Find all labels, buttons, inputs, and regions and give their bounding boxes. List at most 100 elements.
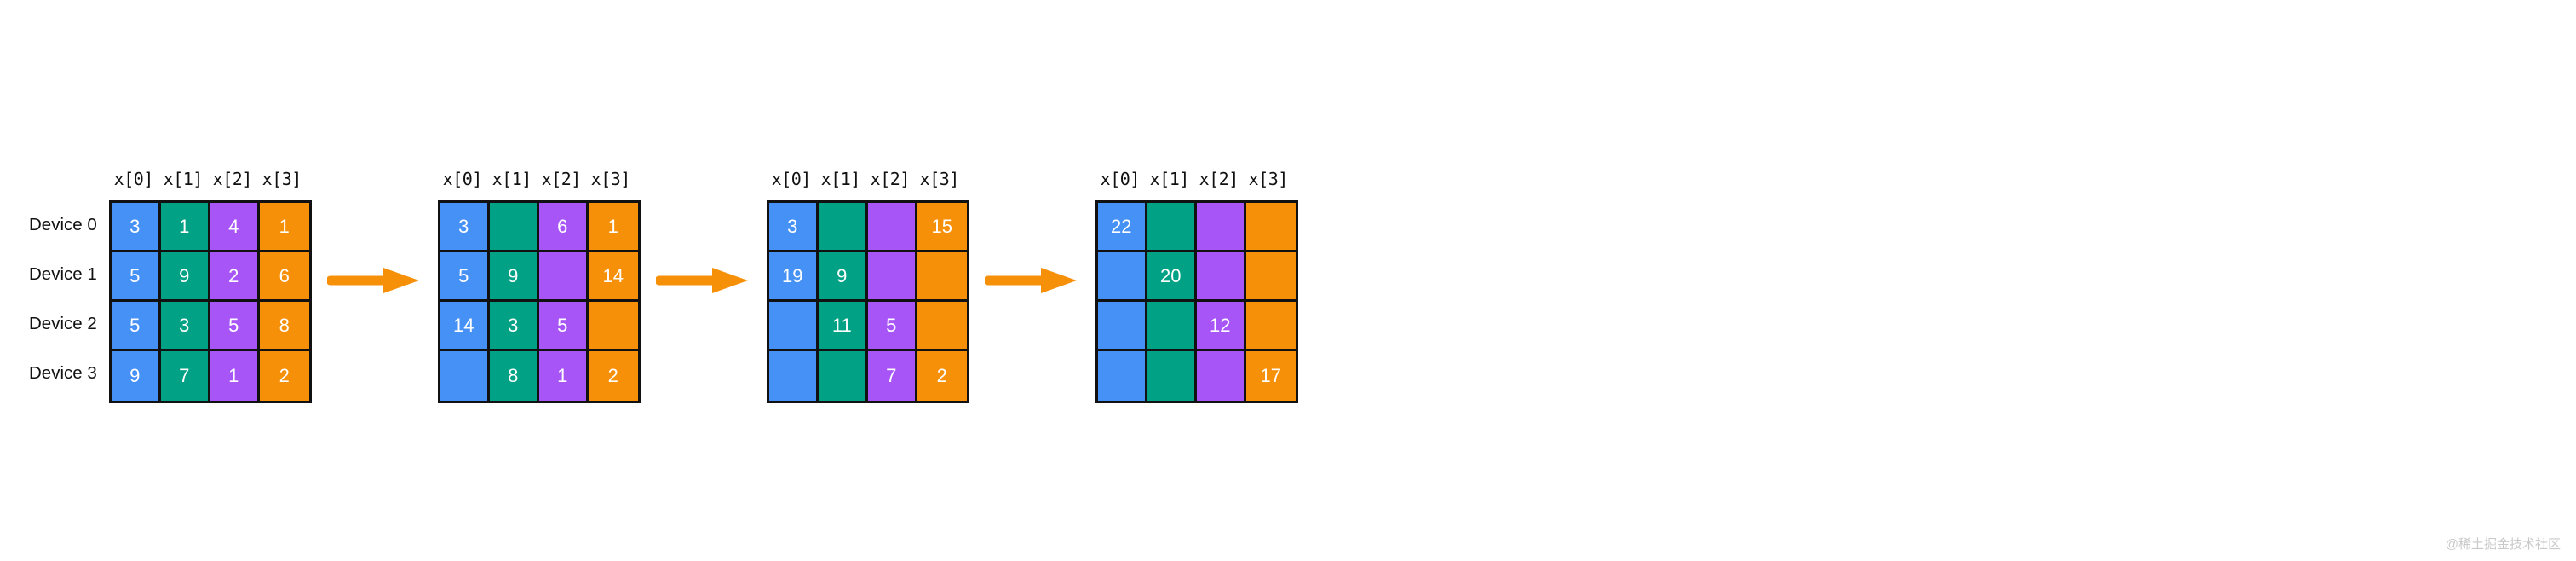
- table-row: 22: [1097, 203, 1296, 252]
- cell-step-2-r0-c0: 3: [768, 203, 819, 252]
- cell-step-1-r1-c2: [538, 252, 589, 302]
- column-header-0: x[0]: [1100, 169, 1141, 189]
- cell-step-1-r0-c1: [489, 203, 539, 252]
- column-header-row: x[0]x[1]x[2]x[3]: [109, 158, 312, 200]
- cell-step-2-r2-c3: [917, 302, 967, 351]
- cell-step-3-r3-c1: [1147, 351, 1197, 401]
- cell-step-3-r0-c2: [1196, 203, 1246, 252]
- cell-step-3-r1-c1: 20: [1147, 252, 1197, 302]
- cell-step-1-r3-c3: 2: [588, 351, 638, 401]
- cell-step-0-r3-c1: 7: [160, 351, 210, 401]
- cell-step-0-r1-c0: 5: [111, 252, 161, 302]
- cell-step-0-r3-c3: 2: [259, 351, 309, 401]
- watermark-text: @稀土掘金技术社区: [2445, 537, 2561, 552]
- cell-step-2-r3-c2: 7: [867, 351, 917, 401]
- cell-step-0-r0-c1: 1: [160, 203, 210, 252]
- table-row: 17: [1097, 351, 1296, 401]
- column-header-0: x[0]: [113, 169, 154, 189]
- column-header-1: x[1]: [820, 169, 861, 189]
- step-arrow-0: [312, 0, 438, 561]
- column-header-row: x[0]x[1]x[2]x[3]: [767, 158, 969, 200]
- cell-step-3-r0-c1: [1147, 203, 1197, 252]
- column-header-2: x[2]: [870, 169, 911, 189]
- cell-step-1-r1-c0: 5: [440, 252, 490, 302]
- cell-step-0-r2-c0: 5: [111, 302, 161, 351]
- column-header-row: x[0]x[1]x[2]x[3]: [438, 158, 641, 200]
- cell-step-0-r0-c2: 4: [210, 203, 260, 252]
- cell-step-0-r1-c2: 2: [210, 252, 260, 302]
- cell-step-2-r3-c1: [818, 351, 868, 401]
- cell-step-0-r2-c2: 5: [210, 302, 260, 351]
- step-arrow-1: [641, 0, 767, 561]
- cell-step-2-r1-c2: [867, 252, 917, 302]
- cell-step-0-r2-c1: 3: [160, 302, 210, 351]
- cell-step-0-r0-c3: 1: [259, 203, 309, 252]
- cell-step-3-r2-c3: [1245, 302, 1296, 351]
- column-header-1: x[1]: [492, 169, 532, 189]
- step-arrow-2: [969, 0, 1095, 561]
- cell-step-0-r3-c2: 1: [210, 351, 260, 401]
- cell-step-3-r3-c0: [1097, 351, 1147, 401]
- cell-step-1-r3-c2: 1: [538, 351, 589, 401]
- cell-step-3-r1-c0: [1097, 252, 1147, 302]
- cell-step-1-r0-c3: 1: [588, 203, 638, 252]
- cell-step-1-r3-c0: [440, 351, 490, 401]
- column-header-1: x[1]: [163, 169, 204, 189]
- cell-step-0-r2-c3: 8: [259, 302, 309, 351]
- table-row: 3 15: [768, 203, 967, 252]
- cell-step-1-r1-c1: 9: [489, 252, 539, 302]
- row-label-device-3: Device 3: [29, 363, 97, 383]
- column-header-3: x[3]: [919, 169, 960, 189]
- cell-step-3-r3-c3: 17: [1245, 351, 1296, 401]
- cell-step-1-r2-c2: 5: [538, 302, 589, 351]
- cell-step-3-r1-c2: [1196, 252, 1246, 302]
- cell-step-3-r3-c2: [1196, 351, 1246, 401]
- cell-step-2-r3-c0: [768, 351, 819, 401]
- cell-step-1-r2-c1: 3: [489, 302, 539, 351]
- cell-step-1-r0-c0: 3: [440, 203, 490, 252]
- column-header-3: x[3]: [1248, 169, 1289, 189]
- column-header-2: x[2]: [1199, 169, 1239, 189]
- cell-step-0-r3-c0: 9: [111, 351, 161, 401]
- column-header-3: x[3]: [262, 169, 302, 189]
- cell-step-1-r3-c1: 8: [489, 351, 539, 401]
- cell-step-1-r0-c2: 6: [538, 203, 589, 252]
- column-header-1: x[1]: [1149, 169, 1190, 189]
- cell-step-2-r0-c3: 15: [917, 203, 967, 252]
- cell-step-2-r0-c2: [867, 203, 917, 252]
- cell-step-3-r2-c1: [1147, 302, 1197, 351]
- row-label-device-0: Device 0: [29, 215, 97, 234]
- cell-step-0-r0-c0: 3: [111, 203, 161, 252]
- cell-step-3-r2-c0: [1097, 302, 1147, 351]
- cell-step-3-r1-c3: [1245, 252, 1296, 302]
- cell-step-2-r1-c0: 19: [768, 252, 819, 302]
- column-header-2: x[2]: [541, 169, 582, 189]
- cell-step-0-r1-c3: 6: [259, 252, 309, 302]
- cell-step-2-r3-c3: 2: [917, 351, 967, 401]
- cell-step-3-r2-c2: 12: [1196, 302, 1246, 351]
- cell-step-2-r0-c1: [818, 203, 868, 252]
- table-row: 20: [1097, 252, 1296, 302]
